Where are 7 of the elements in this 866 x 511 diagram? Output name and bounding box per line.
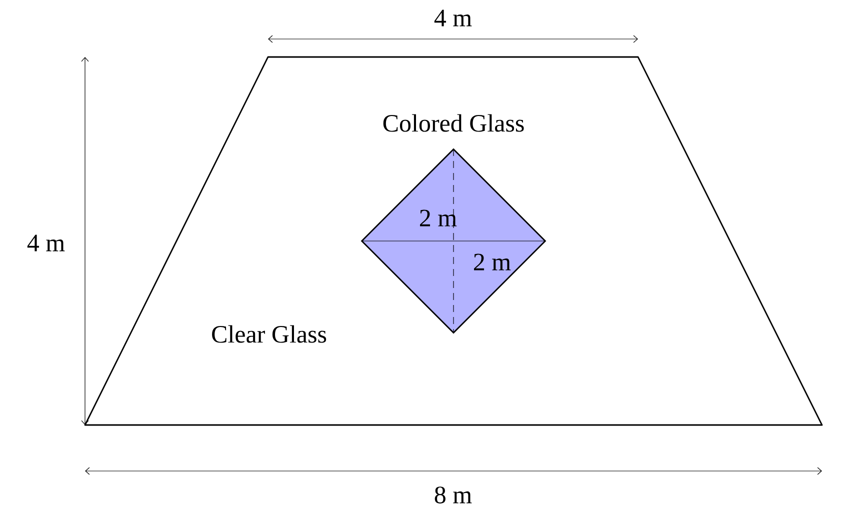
- dimension-label: 8 m: [434, 486, 472, 504]
- region-label: Clear Glass: [212, 325, 326, 343]
- dimension-label: 2 m: [474, 254, 511, 270]
- pane-heading: Colored Glass: [383, 114, 524, 132]
- dimension-label: 4 m: [27, 234, 65, 252]
- dimension-label: 4 m: [434, 10, 472, 26]
- dimension-label: 2 m: [420, 210, 457, 226]
